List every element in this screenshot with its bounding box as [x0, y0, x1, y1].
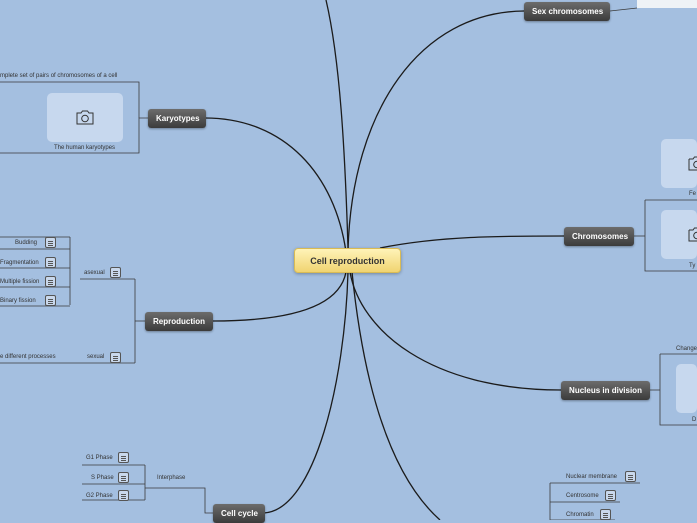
note-icon[interactable]	[605, 490, 616, 501]
chromosome-caption-bottom: Ty	[689, 263, 696, 269]
nucleus-image-placeholder[interactable]	[676, 364, 697, 413]
asexual-item-budding[interactable]: Budding	[15, 240, 38, 246]
note-icon[interactable]	[118, 472, 129, 483]
item-centrosome[interactable]: Centrosome	[566, 493, 599, 499]
camera-icon	[76, 110, 94, 125]
asexual-item-fragmentation[interactable]: Fragmentation	[0, 260, 39, 266]
camera-icon	[688, 156, 697, 171]
item-chromatin[interactable]: Chromatin	[566, 512, 594, 518]
asexual-item-multiple-fission[interactable]: Multiple fission	[0, 279, 40, 285]
asexual-label[interactable]: asexual	[84, 270, 105, 276]
topic-sex-chromosomes[interactable]: Sex chromosomes	[524, 2, 610, 21]
phase-g1[interactable]: G1 Phase	[86, 455, 113, 461]
chromosome-image-placeholder-bottom[interactable]	[661, 210, 697, 259]
note-icon[interactable]	[625, 471, 636, 482]
chromosome-image-placeholder-top[interactable]	[661, 139, 697, 188]
sexual-label[interactable]: sexual	[87, 354, 105, 360]
note-icon[interactable]	[110, 267, 121, 278]
phase-g2[interactable]: G2 Phase	[86, 493, 113, 499]
note-icon[interactable]	[110, 352, 121, 363]
note-icon[interactable]	[45, 295, 56, 306]
phase-s[interactable]: S Phase	[91, 475, 114, 481]
asexual-item-binary-fission[interactable]: Binary fission	[0, 298, 36, 304]
item-nuclear-membrane[interactable]: Nuclear membrane	[566, 474, 618, 480]
karyotype-image-caption: The human karyotypes	[54, 145, 116, 151]
image-thumbnail-strip	[637, 0, 697, 8]
topic-karyotypes[interactable]: Karyotypes	[148, 109, 206, 128]
note-icon[interactable]	[600, 509, 611, 520]
karyotypes-description: mplete set of pairs of chromosomes of a …	[0, 73, 118, 79]
note-icon[interactable]	[45, 276, 56, 287]
nucleus-text-bottom: D	[692, 417, 697, 423]
note-icon[interactable]	[118, 490, 129, 501]
topic-nucleus-in-division[interactable]: Nucleus in division	[561, 381, 650, 400]
camera-icon	[688, 227, 697, 242]
topic-chromosomes[interactable]: Chromosomes	[564, 227, 634, 246]
interphase-label[interactable]: Interphase	[157, 475, 186, 481]
note-icon[interactable]	[45, 257, 56, 268]
note-icon[interactable]	[45, 237, 56, 248]
topic-reproduction[interactable]: Reproduction	[145, 312, 213, 331]
central-topic[interactable]: Cell reproduction	[294, 248, 401, 273]
topic-cell-cycle[interactable]: Cell cycle	[213, 504, 265, 523]
nucleus-text-top: Change	[676, 346, 697, 352]
sexual-description: e different processes	[0, 354, 56, 360]
karyotype-image-placeholder[interactable]	[47, 93, 123, 142]
chromosome-caption-top: Fe	[689, 191, 697, 197]
note-icon[interactable]	[118, 452, 129, 463]
